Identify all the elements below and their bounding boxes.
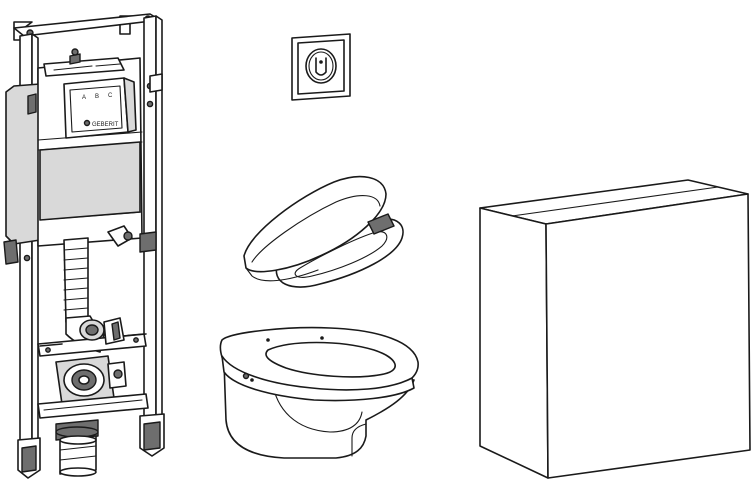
cistern-label-a: A [82, 95, 86, 101]
wall-hung-bowl-icon [219, 326, 419, 459]
cistern-brand: GEBERIT [92, 122, 119, 128]
cistern-label-c: C [108, 93, 113, 99]
flush-plate-icon [291, 33, 351, 101]
box-icon [479, 179, 751, 479]
installation-frame-icon: A B C GEBERIT [3, 13, 165, 479]
toilet-seat-icon [243, 175, 404, 288]
cistern-label-b: B [95, 94, 99, 100]
